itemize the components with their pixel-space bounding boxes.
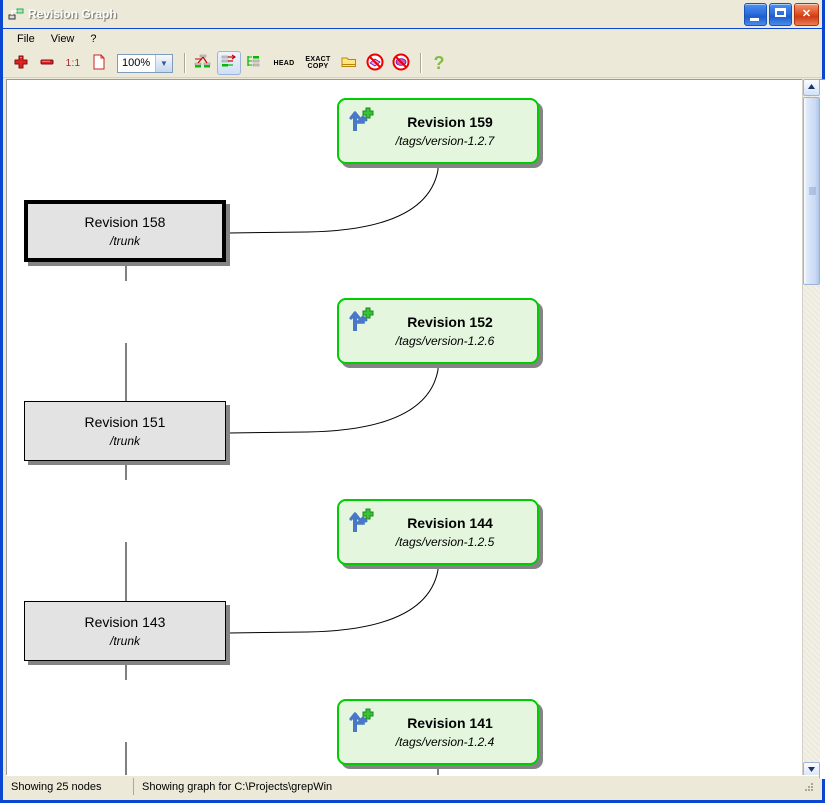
menu-file[interactable]: File [17,33,35,45]
status-nodes-text: Showing 25 nodes [11,780,102,793]
node-path-label: /tags/version-1.2.7 [395,133,495,148]
align-trees-button[interactable] [243,51,267,75]
status-graph-pane: Showing graph for C:\Projects\grepWin [134,778,801,795]
show-all-revisions-button[interactable] [217,51,241,75]
zoom-in-icon [13,54,29,73]
scroll-up-button[interactable] [803,79,820,96]
folders-button[interactable] [337,51,361,75]
vertical-scrollbar-thumb[interactable] [803,97,820,285]
revision-graph-icon [8,6,24,22]
node-path-label: /trunk [109,433,140,448]
toolbar: 1:1 100% ▼ [3,49,822,78]
group-branches-button[interactable] [191,51,215,75]
zoom-level-value: 100% [122,57,151,69]
minimize-icon [750,18,759,21]
exact-copy-label-1: EXACT [305,56,331,63]
group-branches-icon [194,54,212,73]
node-revision-label: Revision 158 [84,213,166,230]
maximize-icon [775,8,786,17]
graph-node-rev-158[interactable]: Revision 158 /trunk [24,200,226,262]
hide-tags-button[interactable] [363,51,387,75]
node-path-label: /trunk [109,233,140,248]
zoom-out-button[interactable] [35,51,59,75]
hide-tags-icon [366,53,384,74]
menu-help[interactable]: ? [90,33,97,45]
toolbar-separator-1 [184,53,186,73]
head-label: HEAD [273,59,295,67]
node-revision-label: Revision 152 [407,313,493,330]
page-icon [91,54,107,73]
hide-trunk-icon [392,53,410,74]
chevron-up-icon [807,83,816,92]
node-revision-label: Revision 141 [407,714,493,731]
node-path-label: /tags/version-1.2.6 [395,333,495,348]
node-revision-label: Revision 143 [84,613,166,630]
help-button[interactable]: ? [427,51,451,75]
close-button[interactable]: ✕ [794,3,819,26]
node-revision-label: Revision 144 [407,514,493,531]
graph-node-rev-144[interactable]: Revision 144 /tags/version-1.2.5 [337,499,539,565]
branch-add-icon [348,307,374,333]
zoom-in-button[interactable] [9,51,33,75]
graph-node-rev-152[interactable]: Revision 152 /tags/version-1.2.6 [337,298,539,364]
graph-edges [125,165,439,779]
zoom-100-label: 1:1 [65,57,81,69]
node-path-label: /tags/version-1.2.4 [395,734,495,749]
graph-canvas[interactable]: Revision 159 /tags/version-1.2.7 Revisio… [7,80,809,779]
branch-add-icon [348,708,374,734]
head-button[interactable]: HEAD [269,51,299,75]
graph-client-area: Revision 159 /tags/version-1.2.7 Revisio… [6,79,825,779]
chevron-down-icon [807,766,816,775]
minimize-button[interactable] [744,3,767,26]
title-bar-buttons: ✕ [744,3,819,26]
status-bar: Showing 25 nodes Showing graph for C:\Pr… [6,775,819,797]
zoom-level-combobox[interactable]: 100% ▼ [117,53,173,73]
node-revision-label: Revision 151 [84,413,166,430]
exact-copy-label-2: COPY [307,63,329,70]
fit-to-window-button[interactable] [87,51,111,75]
graph-node-rev-159[interactable]: Revision 159 /tags/version-1.2.7 [337,98,539,164]
close-icon: ✕ [801,8,812,20]
node-path-label: /trunk [109,633,140,648]
folders-icon [340,54,358,73]
status-nodes-pane: Showing 25 nodes [6,778,134,795]
graph-node-rev-143[interactable]: Revision 143 /trunk [24,601,226,661]
show-all-revisions-icon [220,54,238,73]
maximize-button[interactable] [769,3,792,26]
branch-add-icon [348,107,374,133]
title-bar: Revision Graph ✕ [3,0,822,29]
scrollbar-grip-icon [809,187,816,195]
status-graph-text: Showing graph for C:\Projects\grepWin [142,780,333,793]
exact-copy-button[interactable]: EXACT COPY [301,51,335,75]
chevron-down-icon[interactable]: ▼ [155,54,172,72]
hide-trunk-button[interactable] [389,51,413,75]
graph-node-rev-151[interactable]: Revision 151 /trunk [24,401,226,461]
window-title: Revision Graph [28,7,117,21]
toolbar-separator-2 [420,53,422,73]
branch-add-icon [348,508,374,534]
question-mark-icon: ? [433,53,445,73]
graph-node-rev-141[interactable]: Revision 141 /tags/version-1.2.4 [337,699,539,765]
vertical-scrollbar[interactable] [802,79,820,779]
zoom-100-button[interactable]: 1:1 [61,51,85,75]
align-trees-icon [246,54,264,73]
menu-view[interactable]: View [50,33,75,45]
menu-bar: File View ? [3,29,822,49]
resize-grip-icon[interactable] [801,779,817,795]
node-path-label: /tags/version-1.2.5 [395,534,495,549]
zoom-out-icon [39,54,55,73]
node-revision-label: Revision 159 [407,113,493,130]
